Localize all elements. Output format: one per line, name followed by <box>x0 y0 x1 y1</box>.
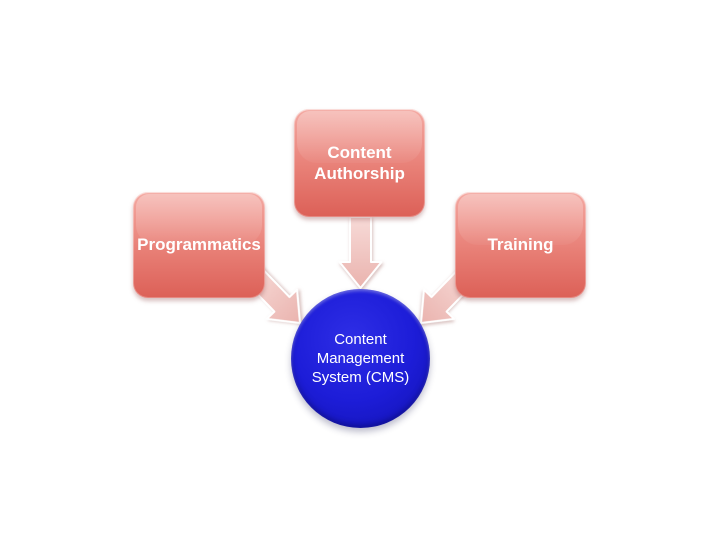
arrow-content-authorship-to-cms <box>338 216 383 289</box>
node-content-authorship: Content Authorship <box>294 109 425 217</box>
node-training: Training <box>455 192 586 298</box>
node-programmatics-label: Programmatics <box>137 235 261 255</box>
node-cms: Content Management System (CMS) <box>291 289 430 428</box>
node-training-label: Training <box>487 235 554 255</box>
node-content-authorship-label: Content Authorship <box>314 142 405 183</box>
node-programmatics: Programmatics <box>133 192 265 298</box>
node-cms-label: Content Management System (CMS) <box>311 330 410 387</box>
